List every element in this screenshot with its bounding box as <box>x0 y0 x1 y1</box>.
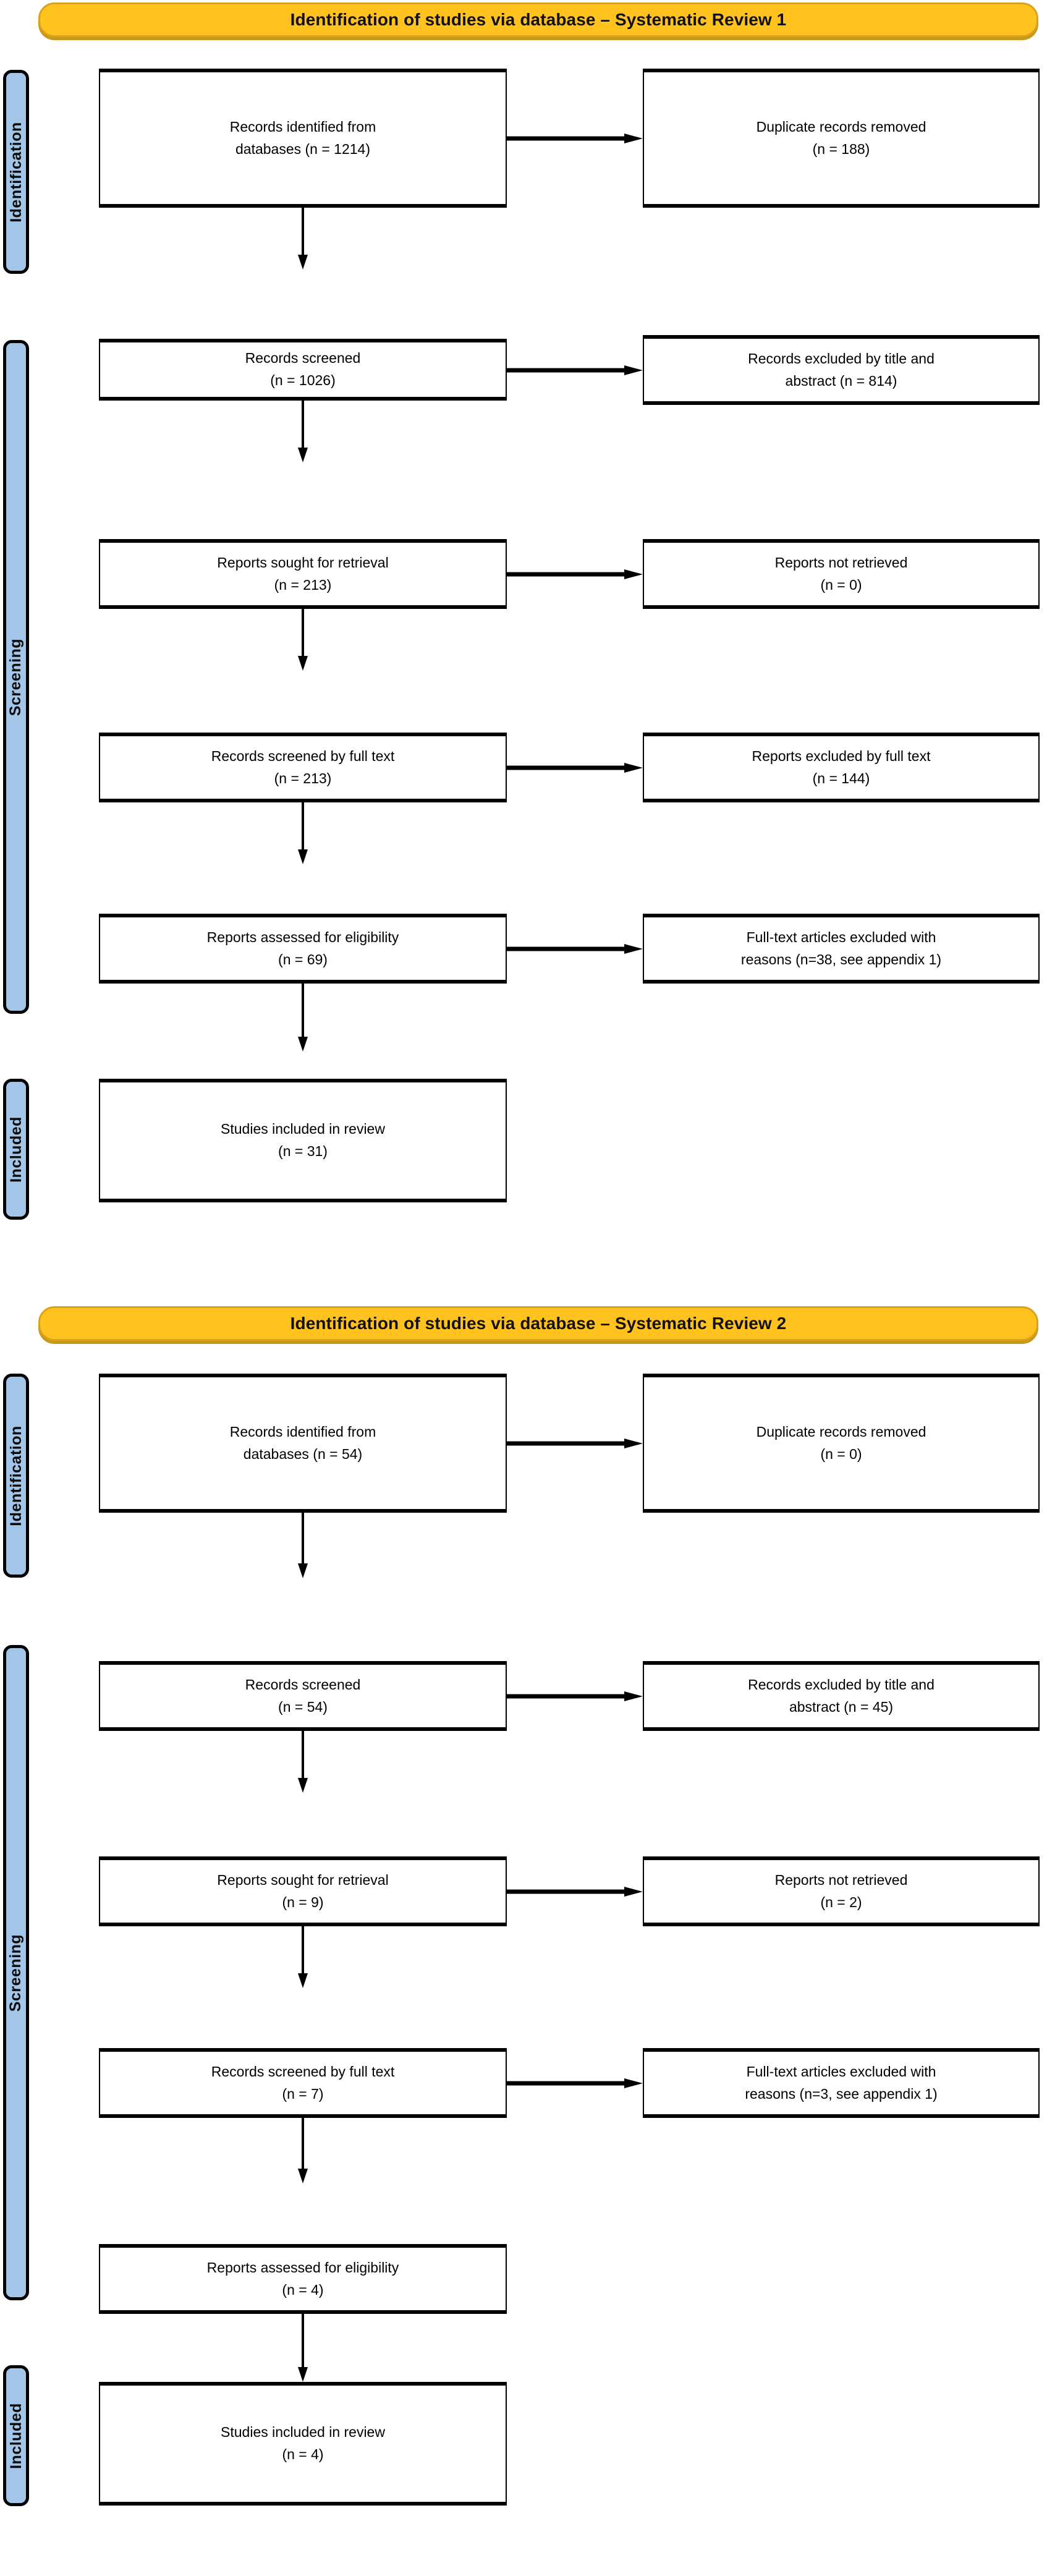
review-1-box-records-screened-fulltext: Records screened by full text (n = 213) <box>99 733 507 802</box>
arrow-down-r1-row4 <box>298 802 308 864</box>
box-text: Records excluded by title and abstract (… <box>748 350 935 389</box>
box-text: Reports assessed for eligibility (n = 4) <box>206 2259 399 2298</box>
arrow-right-r1-row3 <box>507 569 643 579</box>
review-2-header-banner: Identification of studies via database –… <box>38 1306 1038 1341</box>
review-1-rail-included: Included <box>3 1079 29 1220</box>
review-1-box-duplicates-removed: Duplicate records removed (n = 188) <box>643 69 1040 208</box>
arrow-right-r1-row2 <box>507 365 643 375</box>
review-2-header-label: Identification of studies via database –… <box>290 1314 787 1333</box>
review-2-rail-included: Included <box>3 2365 29 2506</box>
review-2-box-fulltext-excluded-reasons: Full-text articles excluded with reasons… <box>643 2048 1040 2118</box>
box-text: Records excluded by title and abstract (… <box>748 1676 935 1715</box>
review-2-box-assessed-eligibility: Reports assessed for eligibility (n = 4) <box>99 2244 507 2314</box>
review-1-header-banner: Identification of studies via database –… <box>38 2 1038 37</box>
arrow-right-r1-row5 <box>507 944 643 954</box>
rail-label-screening: Screening <box>7 638 25 716</box>
box-text: Records identified from databases (n = 5… <box>229 1423 376 1462</box>
review-1-box-excluded-title-abstract: Records excluded by title and abstract (… <box>643 335 1040 405</box>
review-2-box-studies-included: Studies included in review (n = 4) <box>99 2382 507 2506</box>
arrow-right-r2-row1 <box>507 1439 643 1448</box>
arrow-right-r2-row3 <box>507 1887 643 1897</box>
arrow-down-r1-row3 <box>298 609 308 671</box>
review-2-box-excluded-title-abstract: Records excluded by title and abstract (… <box>643 1661 1040 1731</box>
box-text: Reports assessed for eligibility (n = 69… <box>206 929 399 967</box>
box-text: Full-text articles excluded with reasons… <box>745 2063 938 2102</box>
arrow-down-r2-row2 <box>298 1731 308 1793</box>
review-2-box-records-screened-fulltext: Records screened by full text (n = 7) <box>99 2048 507 2118</box>
review-2-box-reports-not-retrieved: Reports not retrieved (n = 2) <box>643 1856 1040 1926</box>
rail-label-screening: Screening <box>7 1934 25 2012</box>
box-text: Full-text articles excluded with reasons… <box>740 929 942 967</box>
review-2-box-records-identified: Records identified from databases (n = 5… <box>99 1374 507 1513</box>
arrow-down-r2-row3 <box>298 1926 308 1988</box>
box-text: Records screened (n = 1026) <box>245 350 361 388</box>
review-2-box-reports-sought: Reports sought for retrieval (n = 9) <box>99 1856 507 1926</box>
box-text: Reports sought for retrieval (n = 9) <box>217 1871 389 1910</box>
box-text: Duplicate records removed (n = 0) <box>756 1423 926 1462</box>
review-1-rail-screening: Screening <box>3 340 29 1014</box>
review-1-box-excluded-fulltext: Reports excluded by full text (n = 144) <box>643 733 1040 802</box>
review-2-box-records-screened: Records screened (n = 54) <box>99 1661 507 1731</box>
arrow-right-r2-row2 <box>507 1691 643 1701</box>
box-text: Reports not retrieved (n = 2) <box>774 1871 908 1910</box>
arrow-down-r2-row4 <box>298 2118 308 2183</box>
arrow-right-r1-row4 <box>507 763 643 773</box>
box-text: Reports excluded by full text (n = 144) <box>752 747 931 786</box>
arrow-down-r1-row1 <box>298 208 308 270</box>
box-text: Studies included in review (n = 31) <box>221 1121 385 1159</box>
review-1-box-reports-not-retrieved: Reports not retrieved (n = 0) <box>643 539 1040 609</box>
review-1-box-studies-included: Studies included in review (n = 31) <box>99 1079 507 1202</box>
review-1-header-label: Identification of studies via database –… <box>290 10 787 29</box>
box-text: Reports not retrieved (n = 0) <box>774 554 908 593</box>
box-text: Records identified from databases (n = 1… <box>229 118 376 157</box>
box-text: Records screened by full text (n = 213) <box>211 747 395 786</box>
arrow-down-r1-row2 <box>298 401 308 462</box>
review-2-box-duplicates-removed: Duplicate records removed (n = 0) <box>643 1374 1040 1513</box>
review-2-rail-identification: Identification <box>3 1374 29 1578</box>
review-1-box-fulltext-excluded-reasons: Full-text articles excluded with reasons… <box>643 914 1040 984</box>
arrow-right-r2-row4 <box>507 2078 643 2088</box>
box-text: Records screened (n = 54) <box>245 1676 361 1715</box>
review-1-rail-identification: Identification <box>3 70 29 274</box>
review-1-box-records-screened: Records screened (n = 1026) <box>99 339 507 401</box>
review-2-rail-screening: Screening <box>3 1645 29 2300</box>
arrow-down-r2-row1 <box>298 1513 308 1578</box>
arrow-down-r1-row5 <box>298 984 308 1052</box>
box-text: Studies included in review (n = 4) <box>221 2424 385 2462</box>
rail-label-identification: Identification <box>7 121 25 223</box>
box-text: Records screened by full text (n = 7) <box>211 2063 395 2102</box>
box-text: Duplicate records removed (n = 188) <box>756 118 926 157</box>
arrow-right-r1-row1 <box>507 134 643 143</box>
review-1-box-reports-sought: Reports sought for retrieval (n = 213) <box>99 539 507 609</box>
review-1-box-assessed-eligibility: Reports assessed for eligibility (n = 69… <box>99 914 507 984</box>
review-1-box-records-identified: Records identified from databases (n = 1… <box>99 69 507 208</box>
rail-label-included: Included <box>7 2402 25 2469</box>
box-text: Reports sought for retrieval (n = 213) <box>217 554 389 593</box>
arrow-down-r2-row5 <box>298 2314 308 2382</box>
rail-label-identification: Identification <box>7 1425 25 1526</box>
rail-label-included: Included <box>7 1116 25 1183</box>
